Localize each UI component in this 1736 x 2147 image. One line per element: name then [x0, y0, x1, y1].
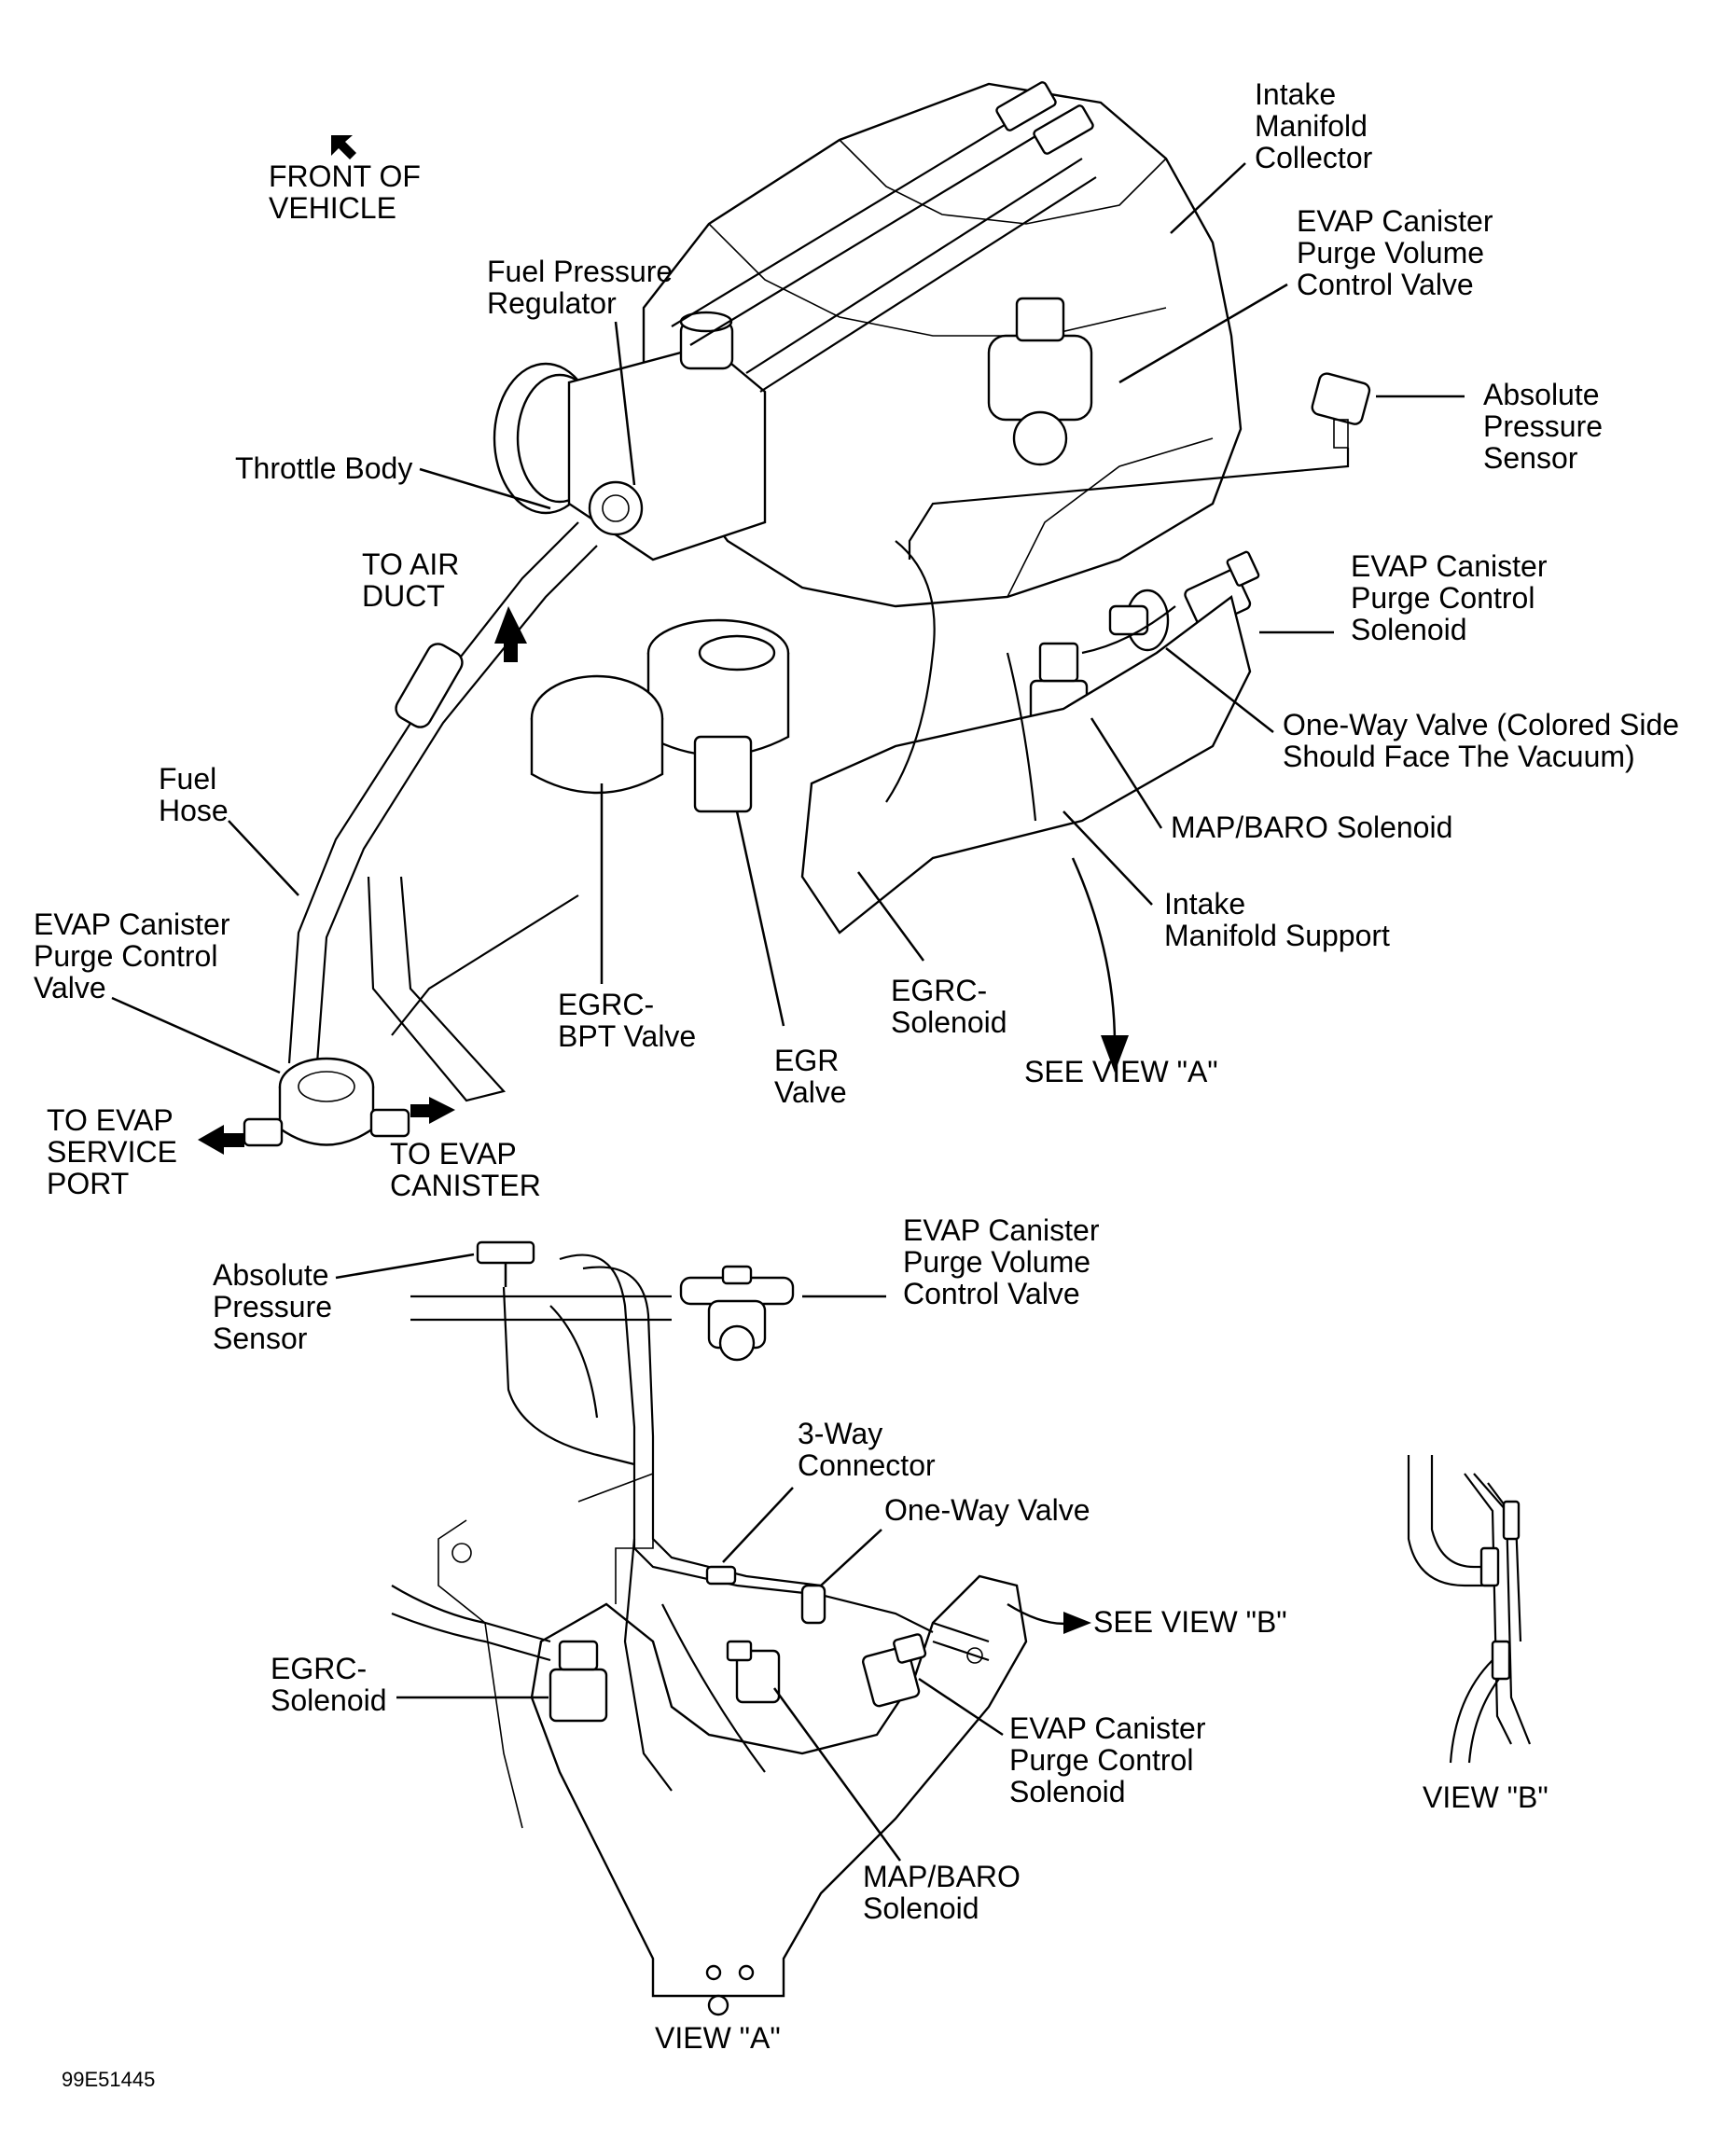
main-view-arrows — [198, 135, 1129, 1155]
view-a-three-way-connector-label: 3-Way Connector — [798, 1417, 936, 1482]
see-view-b-label: SEE VIEW "B" — [1093, 1605, 1287, 1639]
fuel-hose-path — [287, 521, 579, 1064]
to-air-duct-label: TO AIR DUCT — [362, 547, 460, 613]
intake-manifold-support — [800, 594, 1252, 935]
see-view-b-arrow — [1063, 1612, 1091, 1634]
egr-valve — [646, 618, 790, 813]
main-view-leaders — [111, 162, 1465, 1074]
figure-id: 99E51445 — [62, 2068, 156, 2091]
view-a-caption: VIEW "A" — [655, 2021, 781, 2055]
evap-purge-volume-valve-part — [987, 297, 1093, 466]
to-evap-service-port-arrow — [198, 1125, 244, 1155]
to-evap-canister-arrow — [410, 1097, 455, 1124]
view-a-evap-purge-volume-valve — [679, 1265, 795, 1362]
view-a-bracket — [530, 1574, 1028, 1998]
view-a-absolute-pressure-sensor — [476, 1240, 535, 1287]
view-a-map-baro-solenoid — [726, 1640, 781, 1704]
view-a-illustration — [391, 1240, 1028, 2016]
view-a-one-way-valve — [800, 1584, 826, 1625]
see-view-a-label: SEE VIEW "A" — [1024, 1055, 1218, 1088]
view-a-map-baro-solenoid-label: MAP/BARO Solenoid — [863, 1860, 1021, 1925]
view-a-leaders — [335, 1253, 1091, 1862]
view-a-egrc-solenoid — [549, 1640, 608, 1723]
egrc-bpt-valve — [530, 674, 664, 795]
absolute-pressure-sensor-label: Absolute Pressure Sensor — [1483, 378, 1604, 475]
intake-manifold-support-label: Intake Manifold Support — [1164, 887, 1390, 952]
evap-purge-control-solenoid-label: EVAP Canister Purge Control Solenoid — [1351, 549, 1548, 646]
to-evap-canister-label: TO EVAP CANISTER — [390, 1137, 541, 1202]
throttle-body-label: Throttle Body — [235, 451, 413, 485]
fuel-pressure-regulator — [679, 311, 734, 370]
view-a-evap-purge-control-solenoid — [862, 1633, 927, 1708]
front-of-vehicle-label: FRONT OF VEHICLE — [269, 159, 421, 225]
view-b-caption: VIEW "B" — [1423, 1780, 1549, 1814]
front-direction-arrow — [331, 135, 356, 159]
absolute-pressure-sensor-part — [1311, 372, 1371, 449]
to-air-duct-arrow — [494, 606, 527, 662]
view-a-absolute-pressure-sensor-label: Absolute Pressure Sensor — [213, 1258, 333, 1355]
egrc-bpt-valve-label: EGRC- BPT Valve — [558, 988, 697, 1053]
egrc-solenoid-label: EGRC- Solenoid — [891, 974, 1007, 1039]
intake-manifold-collector-label: Intake Manifold Collector — [1255, 77, 1373, 174]
throttle-body — [493, 343, 767, 561]
evap-purge-control-valve-label: EVAP Canister Purge Control Valve — [34, 907, 230, 1004]
view-a-one-way-valve-label: One-Way Valve — [884, 1493, 1090, 1527]
evap-purge-volume-valve-label: EVAP Canister Purge Volume Control Valve — [1297, 204, 1493, 301]
see-view-a-arrow — [1101, 1035, 1129, 1073]
egr-valve-label: EGR Valve — [774, 1044, 847, 1109]
fuel-hose-label: Fuel Hose — [159, 762, 229, 827]
evap-purge-control-valve-part — [243, 1057, 410, 1147]
one-way-valve-label: One-Way Valve (Colored Side Should Face … — [1283, 708, 1680, 773]
view-a-three-way-connector — [705, 1565, 737, 1586]
engine-main-illustration — [287, 81, 1371, 1102]
fuel-pressure-regulator-label: Fuel Pressure Regulator — [487, 255, 674, 320]
to-evap-service-port-label: TO EVAP SERVICE PORT — [47, 1103, 177, 1200]
view-a-evap-purge-control-solenoid-label: EVAP Canister Purge Control Solenoid — [1009, 1711, 1206, 1808]
view-a-evap-purge-volume-valve-label: EVAP Canister Purge Volume Control Valve — [903, 1213, 1100, 1310]
view-b-illustration — [1407, 1455, 1532, 1764]
map-baro-solenoid-label: MAP/BARO Solenoid — [1171, 810, 1453, 844]
one-way-valve-part — [1108, 589, 1170, 652]
view-a-egrc-solenoid-label: EGRC- Solenoid — [271, 1652, 387, 1717]
